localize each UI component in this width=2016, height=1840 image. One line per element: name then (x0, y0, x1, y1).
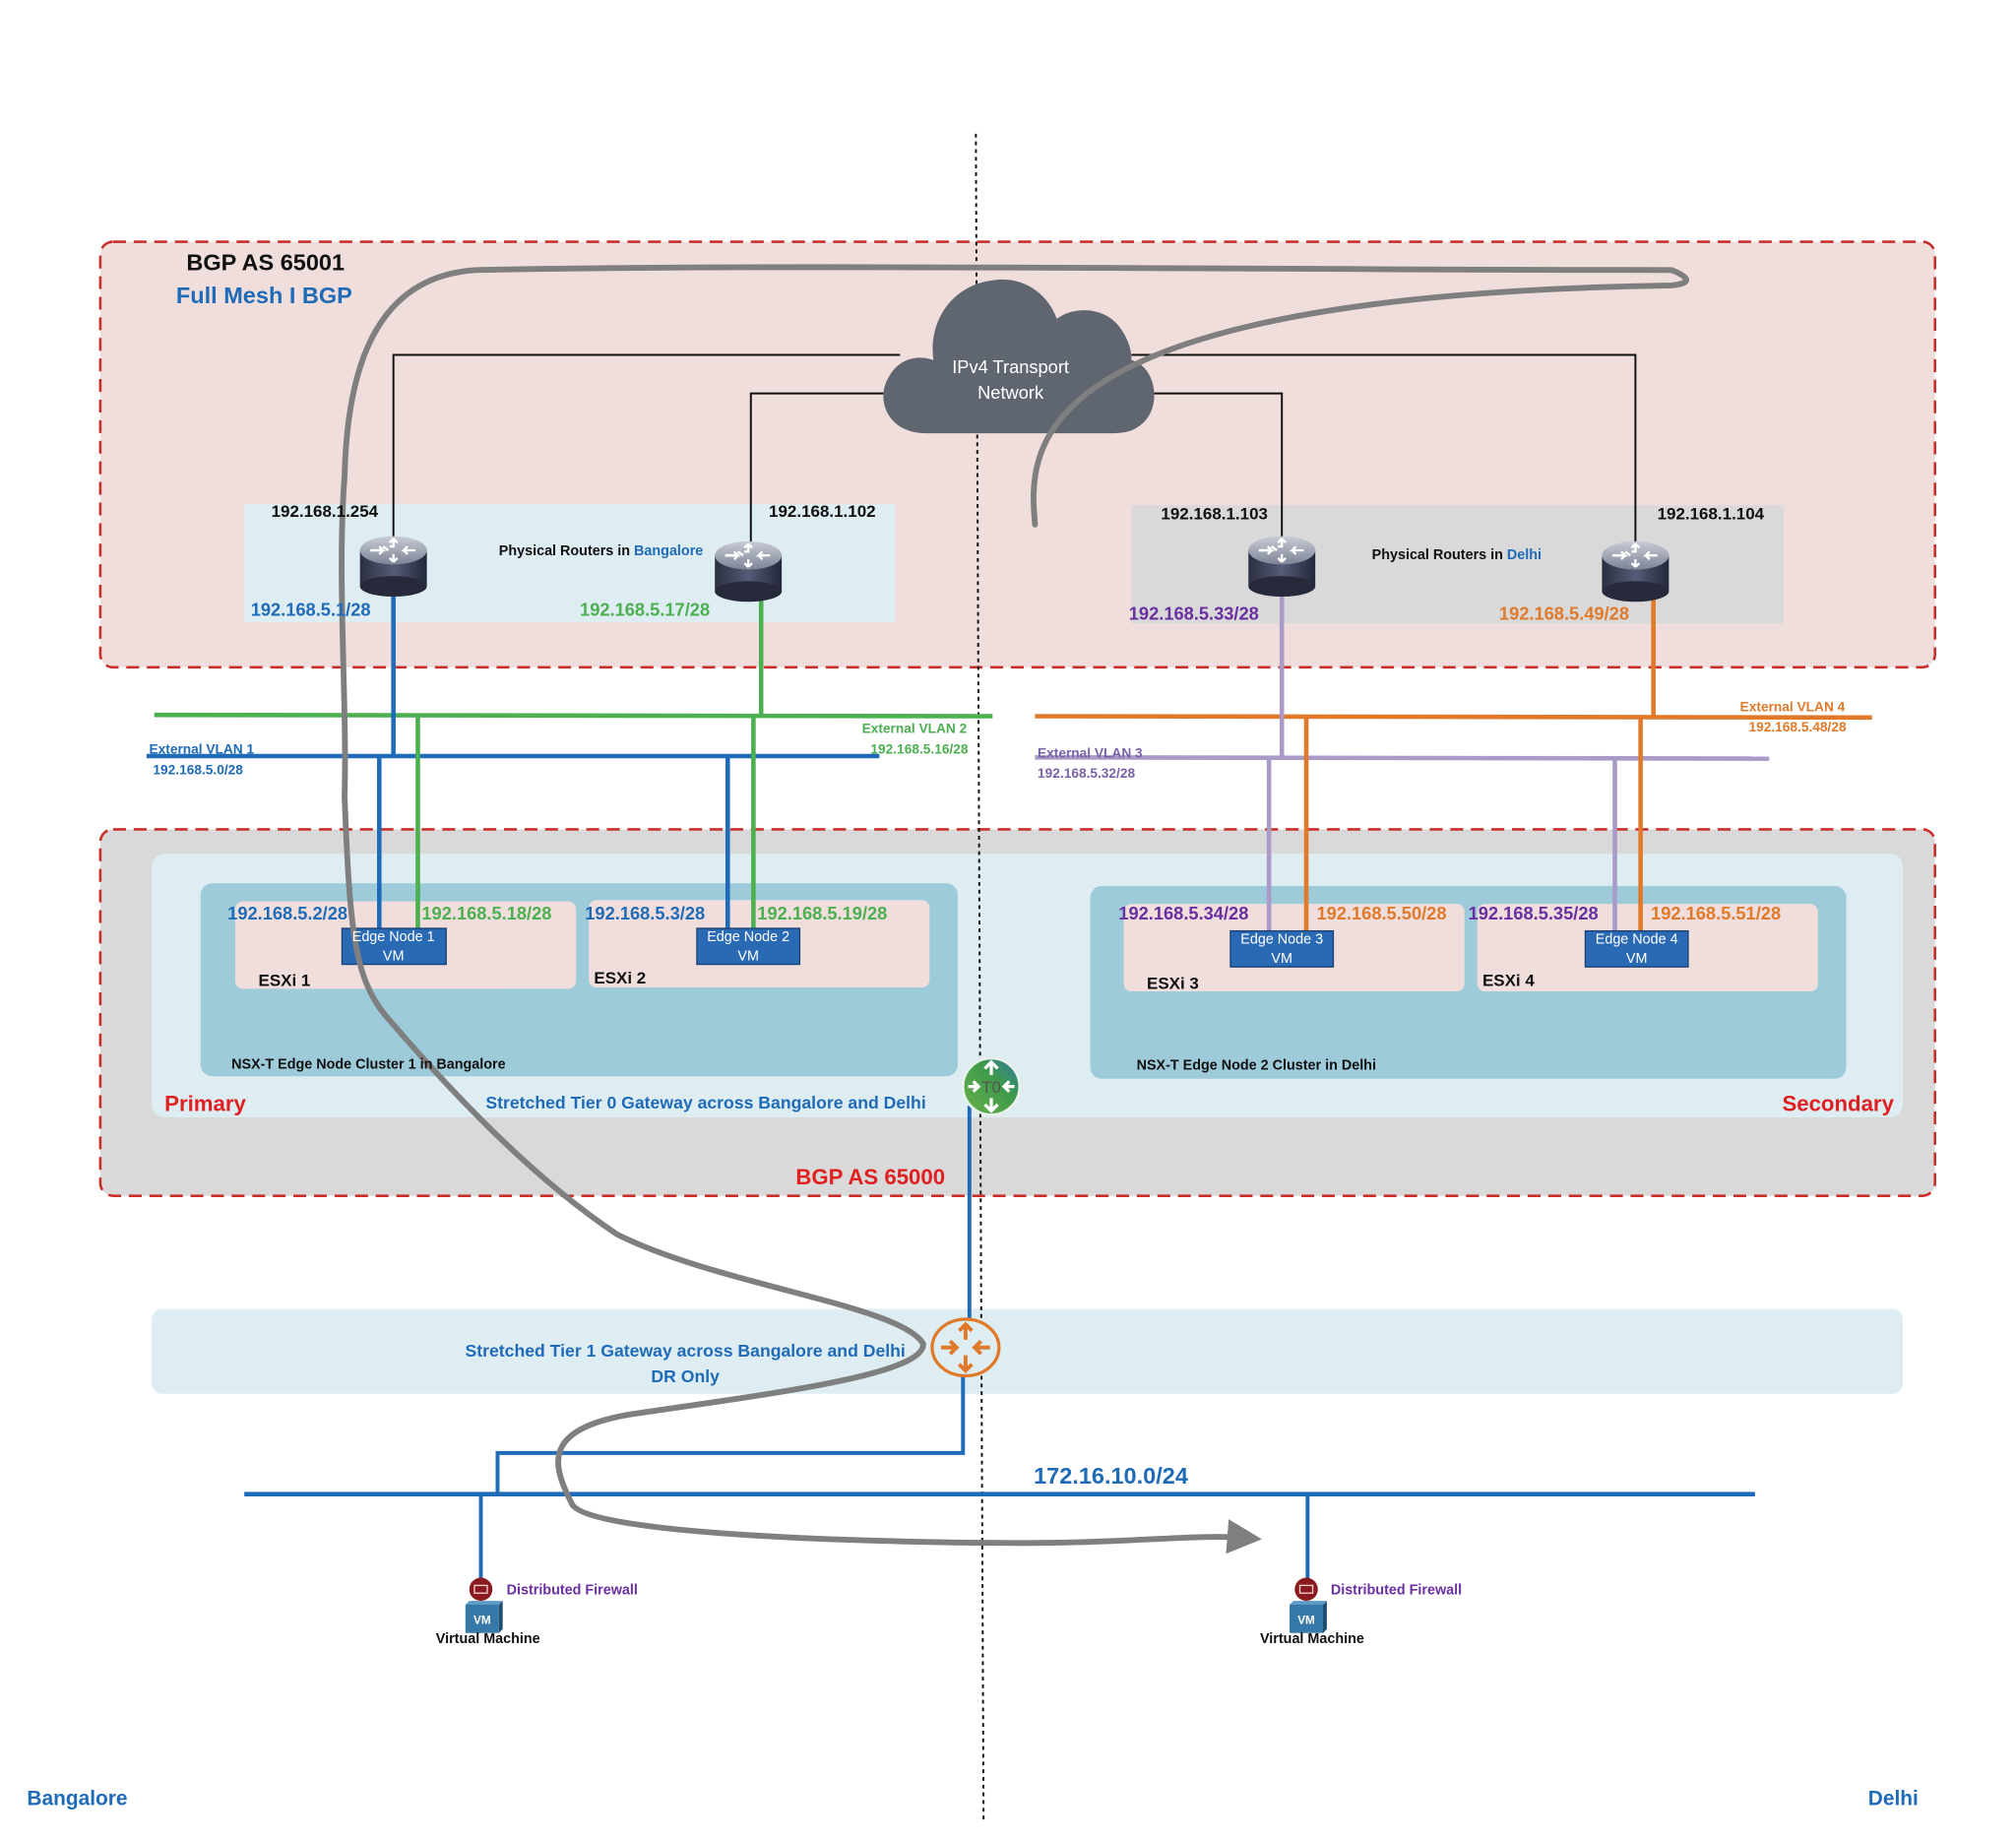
router-3-uplink-ip: 192.168.5.33/28 (1129, 603, 1259, 624)
host3-ip-b: 192.168.5.50/28 (1316, 903, 1446, 923)
edge-node-1-vm[interactable] (341, 927, 447, 966)
primary-label: Primary (164, 1091, 246, 1115)
edge4-label-1: Edge Node 4 (1596, 932, 1678, 948)
bgp-65000-title: BGP AS 65000 (795, 1165, 945, 1189)
edge-node-vms (341, 927, 1689, 968)
edge-node-3-vm[interactable] (1229, 929, 1335, 968)
bgp-65001-title: BGP AS 65001 (186, 249, 345, 275)
vm-badge: VM (1297, 1615, 1315, 1627)
vlan3-subnet: 192.168.5.32/28 (1038, 766, 1135, 781)
vm-icon (465, 1604, 499, 1633)
tier0-icon-text: T0 (981, 1078, 1001, 1097)
site-label-delhi: Delhi (1868, 1788, 1919, 1810)
vm-label-1: Virtual Machine (436, 1631, 540, 1647)
router-1-mgmt-ip: 192.168.1.254 (272, 502, 379, 521)
vlan4-subnet: 192.168.5.48/28 (1749, 720, 1847, 734)
t1-segment-link (495, 1371, 966, 1494)
firewall-icon (469, 1577, 493, 1602)
edge2-label-1: Edge Node 2 (707, 929, 789, 945)
host1-ip-b: 192.168.5.18/28 (421, 903, 551, 923)
router-3-mgmt-ip: 192.168.1.103 (1161, 505, 1268, 524)
firewall-icon (1294, 1577, 1318, 1602)
transport-links (392, 353, 1637, 553)
esxi3-name: ESXi 3 (1147, 974, 1199, 992)
host1-ip-a: 192.168.5.2/28 (227, 903, 347, 923)
cluster-bangalore-label: NSX-T Edge Node Cluster 1 in Bangalore (231, 1056, 505, 1072)
router-icon-4[interactable] (1601, 539, 1670, 603)
router-group-delhi (1131, 505, 1784, 624)
firewall-label-2: Distributed Firewall (1331, 1583, 1462, 1599)
router-group-delhi-label: Physical Routers in Delhi (1372, 547, 1542, 563)
vlan3-bus (1035, 754, 1770, 761)
firewall-label-1: Distributed Firewall (507, 1583, 638, 1599)
vlan2-subnet: 192.168.5.16/28 (870, 741, 968, 756)
vlan-lines (146, 594, 1872, 931)
edge1-label-2: VM (383, 949, 405, 965)
router-icon-1[interactable] (358, 535, 428, 599)
vm-badge: VM (473, 1615, 491, 1627)
edge3-label-1: Edge Node 3 (1240, 932, 1323, 948)
cluster-delhi-label: NSX-T Edge Node 2 Cluster in Delhi (1137, 1058, 1376, 1074)
tier1-panel (152, 1308, 1904, 1394)
router-icon-2[interactable] (713, 539, 784, 603)
esxi2-name: ESXi 2 (594, 969, 646, 987)
vm-icon (1290, 1604, 1323, 1633)
edge3-label-2: VM (1271, 951, 1292, 967)
host3-ip-a: 192.168.5.34/28 (1118, 903, 1248, 923)
cloud-label-line2: Network (977, 382, 1044, 403)
vlan4-bus (1035, 714, 1872, 721)
vlan2-bus (154, 712, 993, 719)
ibgp-mesh-path (339, 264, 1689, 1554)
router-icon-3[interactable] (1246, 535, 1317, 599)
esxi1-name: ESXi 1 (259, 972, 311, 990)
edge1-label-1: Edge Node 1 (352, 929, 435, 945)
bgp-65001-subtitle: Full Mesh I BGP (176, 283, 352, 308)
edge-node-2-vm[interactable] (696, 927, 801, 966)
router-4-mgmt-ip: 192.168.1.104 (1658, 505, 1765, 524)
tier1-gateway-icon[interactable] (930, 1317, 1001, 1378)
edge4-label-2: VM (1626, 951, 1648, 967)
router-2-mgmt-ip: 192.168.1.102 (769, 502, 876, 521)
vlan2-name: External VLAN 2 (862, 721, 968, 735)
router-2-uplink-ip: 192.168.5.17/28 (580, 600, 710, 620)
tier1-label-line2: DR Only (651, 1366, 720, 1386)
workload-2[interactable]: VM (1290, 1577, 1327, 1633)
vm-label-2: Virtual Machine (1260, 1631, 1364, 1647)
vlan3-name: External VLAN 3 (1038, 745, 1143, 760)
vlan1-name: External VLAN 1 (150, 741, 255, 756)
host2-ip-b: 192.168.5.19/28 (757, 903, 887, 923)
router-group-bangalore (244, 503, 896, 623)
secondary-label: Secondary (1782, 1091, 1894, 1115)
tier0-gateway-icon[interactable]: T0 (961, 1056, 1022, 1116)
router-group-bangalore-label: Physical Routers in Bangalore (499, 543, 704, 559)
site-label-bangalore: Bangalore (27, 1788, 127, 1810)
router-1-uplink-ip: 192.168.5.1/28 (251, 600, 371, 620)
vlan1-subnet: 192.168.5.0/28 (153, 762, 243, 777)
segment-subnet: 172.16.10.0/24 (1034, 1463, 1188, 1489)
cloud-label-line1: IPv4 Transport (952, 356, 1069, 377)
host2-ip-a: 192.168.5.3/28 (585, 903, 705, 923)
edge-node-4-vm[interactable] (1584, 929, 1689, 968)
vlan4-name: External VLAN 4 (1740, 699, 1846, 714)
tier0-label: Stretched Tier 0 Gateway across Bangalor… (485, 1093, 925, 1112)
edge2-label-2: VM (737, 949, 759, 965)
host4-ip-b: 192.168.5.51/28 (1651, 903, 1781, 923)
router-4-uplink-ip: 192.168.5.49/28 (1499, 603, 1629, 624)
tier1-label-line1: Stretched Tier 1 Gateway across Bangalor… (465, 1341, 905, 1361)
host4-ip-a: 192.168.5.35/28 (1469, 903, 1599, 923)
esxi4-name: ESXi 4 (1482, 972, 1535, 990)
workload-1[interactable]: VM (465, 1577, 503, 1633)
